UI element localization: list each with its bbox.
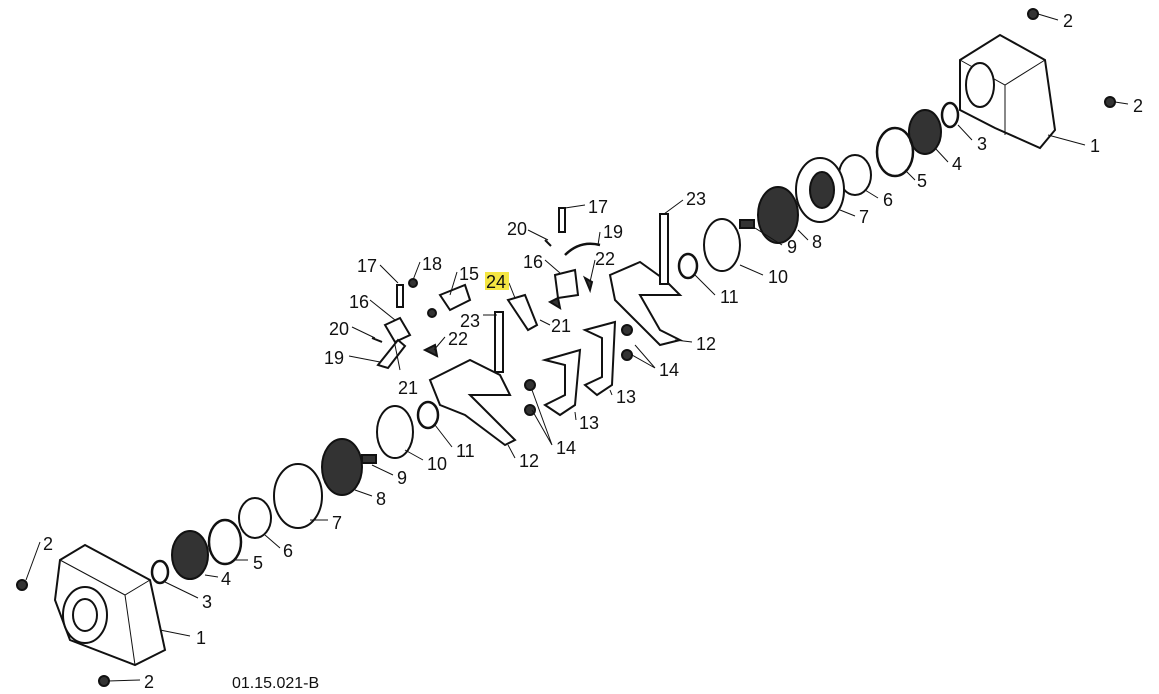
callout[interactable]: 6 — [283, 541, 293, 561]
small-parts — [16, 8, 1116, 687]
housing-left — [53, 543, 167, 667]
callout[interactable]: 16 — [523, 252, 543, 272]
callout[interactable]: 15 — [459, 264, 479, 284]
callout[interactable]: 18 — [422, 254, 442, 274]
callout[interactable]: 1 — [196, 628, 206, 648]
callout-highlighted[interactable]: 24 — [486, 272, 506, 292]
callout[interactable]: 8 — [376, 489, 386, 509]
leader-lines — [25, 13, 1129, 682]
callout[interactable]: 19 — [324, 348, 344, 368]
callout[interactable]: 7 — [859, 207, 869, 227]
callout[interactable]: 11 — [720, 287, 739, 307]
callout[interactable]: 3 — [202, 592, 212, 612]
callout[interactable]: 3 — [977, 134, 987, 154]
callout[interactable]: 20 — [507, 219, 527, 239]
callout[interactable]: 2 — [43, 534, 53, 554]
right-gear-stack — [677, 101, 960, 280]
callout[interactable]: 23 — [460, 311, 480, 331]
callout[interactable]: 6 — [883, 190, 893, 210]
callout[interactable]: 7 — [332, 513, 342, 533]
callout[interactable]: 13 — [579, 413, 599, 433]
callout[interactable]: 9 — [787, 237, 797, 257]
callout-labels: 2 2 1 3 4 5 6 7 8 9 10 11 23 12 14 13 13… — [43, 11, 1143, 692]
callout[interactable]: 10 — [427, 454, 447, 474]
callout[interactable]: 21 — [551, 316, 571, 336]
callout[interactable]: 5 — [253, 553, 263, 573]
callout[interactable]: 2 — [1133, 96, 1143, 116]
callout[interactable]: 14 — [659, 360, 679, 380]
left-gear-stack — [150, 400, 440, 585]
fork-assembly — [428, 213, 683, 447]
callout[interactable]: 13 — [616, 387, 636, 407]
highlight-part-24 — [485, 272, 509, 290]
callout[interactable]: 11 — [456, 441, 475, 461]
callout[interactable]: 23 — [686, 189, 706, 209]
callout[interactable]: 10 — [768, 267, 788, 287]
callout[interactable]: 17 — [588, 197, 608, 217]
callout[interactable]: 5 — [917, 171, 927, 191]
callout[interactable]: 17 — [357, 256, 377, 276]
callout[interactable]: 9 — [397, 468, 407, 488]
callout[interactable]: 22 — [595, 249, 615, 269]
callout[interactable]: 1 — [1090, 136, 1100, 156]
housing-right — [959, 33, 1057, 150]
callout[interactable]: 16 — [349, 292, 369, 312]
callout[interactable]: 19 — [603, 222, 623, 242]
callout[interactable]: 2 — [1063, 11, 1073, 31]
callout[interactable]: 14 — [556, 438, 576, 458]
callout[interactable]: 12 — [519, 451, 539, 471]
callout[interactable]: 21 — [398, 378, 418, 398]
callout[interactable]: 4 — [952, 154, 962, 174]
callout[interactable]: 8 — [812, 232, 822, 252]
callout[interactable]: 2 — [144, 672, 154, 692]
callout[interactable]: 4 — [221, 569, 231, 589]
callout[interactable]: 22 — [448, 329, 468, 349]
callout[interactable]: 12 — [696, 334, 716, 354]
callout[interactable]: 20 — [329, 319, 349, 339]
drawing-number: 01.15.021-B — [232, 675, 319, 692]
